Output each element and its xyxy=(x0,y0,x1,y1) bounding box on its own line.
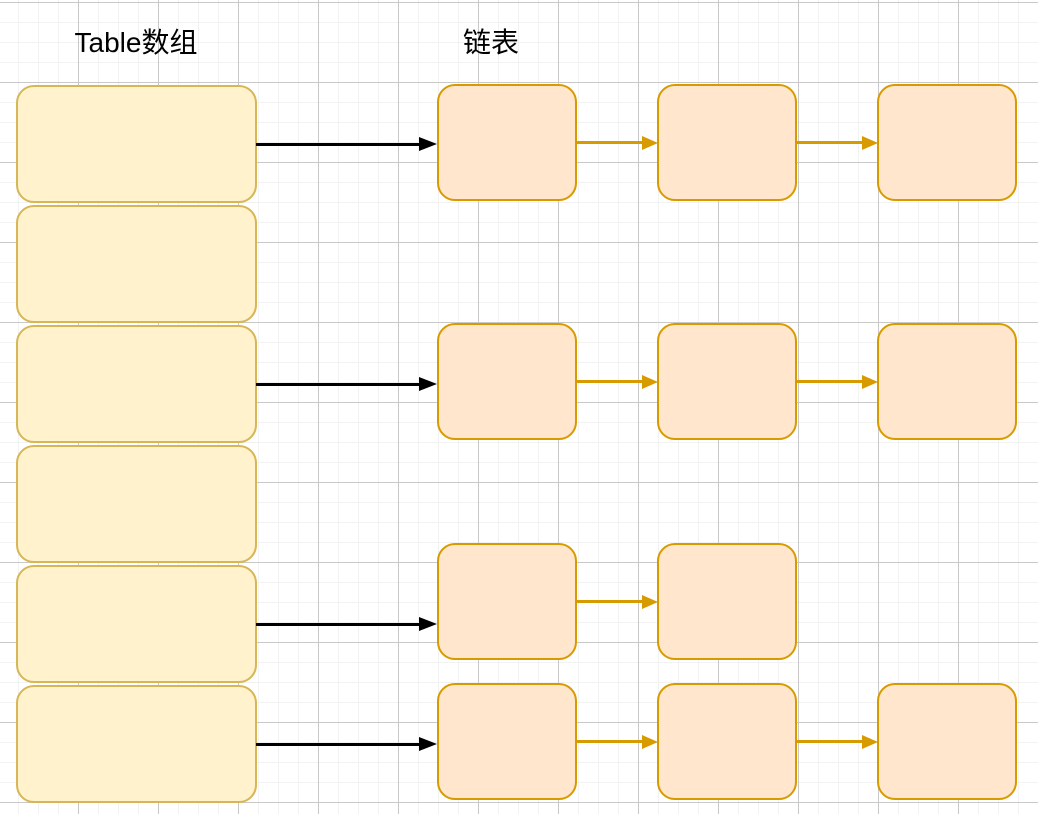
link-arrow-2-0 xyxy=(576,374,658,390)
arrow-head xyxy=(419,377,437,391)
list-node-2-2[interactable] xyxy=(877,323,1017,440)
link-arrow-0-1 xyxy=(796,135,878,151)
link-arrow-0-0 xyxy=(576,135,658,151)
table-bucket-5[interactable] xyxy=(16,685,257,803)
list-node-2-1[interactable] xyxy=(657,323,797,440)
arrow-line xyxy=(796,380,862,383)
arrow-head xyxy=(419,137,437,151)
table-bucket-2[interactable] xyxy=(16,325,257,443)
arrow-head xyxy=(642,594,658,609)
list-node-5-2[interactable] xyxy=(877,683,1017,800)
table-bucket-4[interactable] xyxy=(16,565,257,683)
arrow-head xyxy=(862,374,878,389)
arrow-line xyxy=(256,382,419,386)
list-node-2-0[interactable] xyxy=(437,323,577,440)
list-node-4-1[interactable] xyxy=(657,543,797,660)
table-bucket-3[interactable] xyxy=(16,445,257,563)
arrow-line xyxy=(796,740,862,743)
arrow-line xyxy=(256,622,419,626)
pointer-arrow-0 xyxy=(256,136,437,152)
table-bucket-0[interactable] xyxy=(16,85,257,203)
arrow-line xyxy=(576,600,642,603)
arrow-line xyxy=(576,380,642,383)
link-arrow-4-0 xyxy=(576,594,658,610)
pointer-arrow-4 xyxy=(256,616,437,632)
arrow-head xyxy=(642,374,658,389)
linked-list-label: 链表 xyxy=(462,27,520,58)
arrow-line xyxy=(576,740,642,743)
arrow-head xyxy=(862,135,878,150)
link-arrow-2-1 xyxy=(796,374,878,390)
table-array-label: Table数组 xyxy=(74,27,198,58)
arrow-line xyxy=(796,141,862,144)
link-arrow-5-0 xyxy=(576,734,658,750)
table-bucket-1[interactable] xyxy=(16,205,257,323)
arrow-head xyxy=(419,737,437,751)
list-node-5-1[interactable] xyxy=(657,683,797,800)
link-arrow-5-1 xyxy=(796,734,878,750)
arrow-head xyxy=(642,734,658,749)
arrow-head xyxy=(419,617,437,631)
list-node-4-0[interactable] xyxy=(437,543,577,660)
arrow-head xyxy=(862,734,878,749)
list-node-0-0[interactable] xyxy=(437,84,577,201)
arrow-head xyxy=(642,135,658,150)
arrow-line xyxy=(576,141,642,144)
pointer-arrow-5 xyxy=(256,736,437,752)
list-node-0-2[interactable] xyxy=(877,84,1017,201)
arrow-line xyxy=(256,142,419,146)
pointer-arrow-2 xyxy=(256,376,437,392)
arrow-line xyxy=(256,742,419,746)
list-node-0-1[interactable] xyxy=(657,84,797,201)
list-node-5-0[interactable] xyxy=(437,683,577,800)
